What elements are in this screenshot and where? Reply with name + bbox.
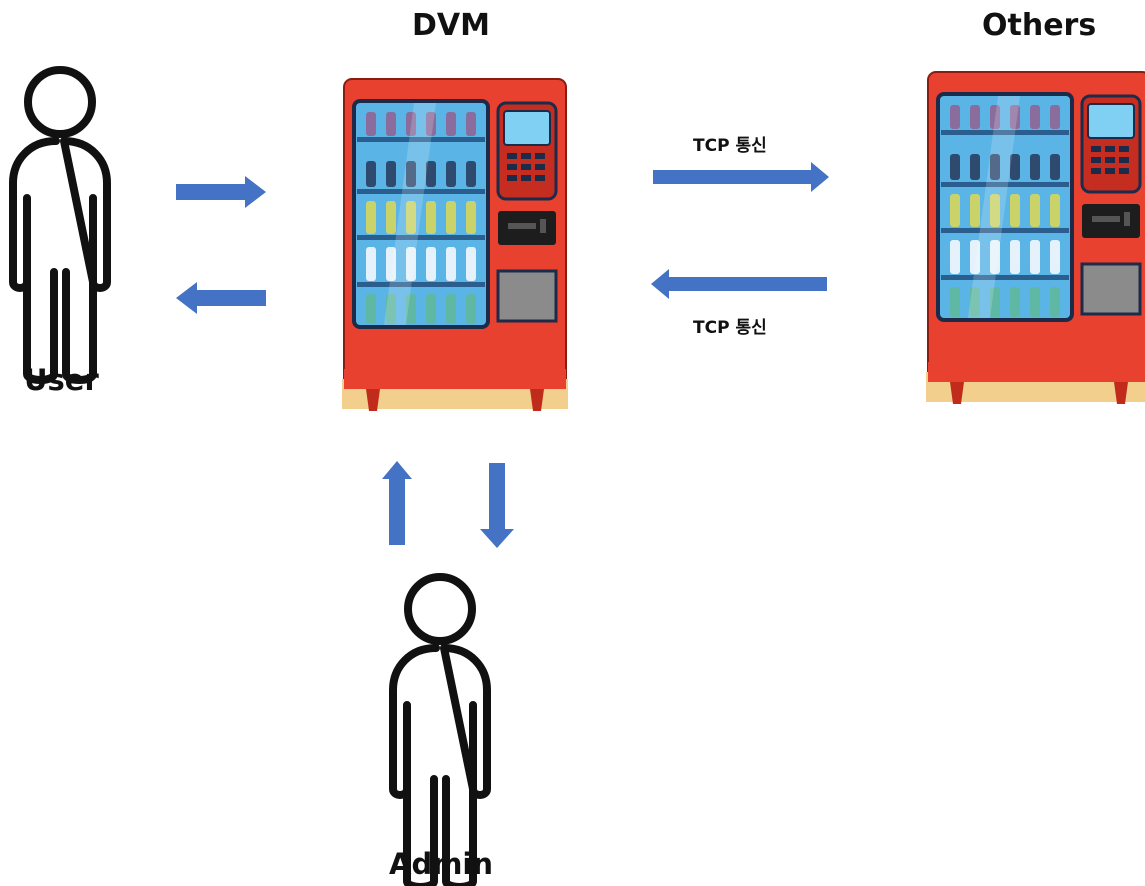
others-machine (924, 70, 1145, 406)
dvm-to-others-arrow (653, 162, 829, 192)
dvm-to-admin-arrow (480, 463, 514, 548)
admin-label: Admin (389, 847, 494, 881)
dvm-title: DVM (412, 8, 490, 43)
others-title: Others (982, 8, 1097, 43)
user-to-dvm-arrow (176, 176, 266, 208)
user-label: User (24, 363, 99, 397)
others-to-dvm-arrow (651, 269, 827, 299)
dvm-to-user-arrow (176, 282, 266, 314)
user-figure (13, 70, 107, 380)
admin-to-dvm-arrow (382, 461, 412, 545)
admin-figure (393, 577, 487, 886)
others-to-dvm-label: TCP 통신 (693, 318, 767, 338)
dvm-to-others-label: TCP 통신 (693, 136, 767, 156)
dvm-machine (340, 77, 570, 413)
